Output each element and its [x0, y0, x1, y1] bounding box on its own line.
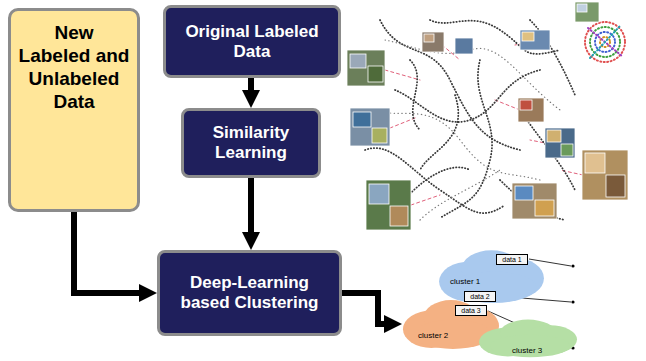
flow-arrow: [248, 178, 254, 240]
data-box: data 2: [464, 291, 496, 302]
data-box: data 1: [496, 254, 528, 265]
node-label: Original Labeled Data: [176, 22, 328, 62]
input-box: New Labeled and Unlabeled Data: [8, 8, 140, 212]
data-box: data 3: [455, 305, 487, 316]
node-label: cluster 1: [450, 277, 480, 286]
node-label: data 2: [470, 293, 489, 301]
node-label: data 3: [461, 307, 480, 315]
flow-arrow: [248, 78, 254, 98]
flow-arrow: [342, 293, 392, 324]
node-label: cluster 2: [418, 331, 448, 340]
node-label: data 1: [502, 256, 521, 264]
process-box: Deep-Learning based Clustering: [157, 250, 342, 336]
process-box: Original Labeled Data: [163, 5, 341, 78]
cluster-cloud: cluster 3: [478, 318, 578, 358]
node-label: Deep-Learning based Clustering: [170, 273, 329, 313]
flow-arrow: [74, 212, 147, 293]
node-label: Similarity Learning: [194, 123, 308, 163]
process-box: Similarity Learning: [181, 108, 321, 178]
node-label: New Labeled and Unlabeled Data: [17, 21, 131, 113]
cluster-cloud: cluster 1 data 1 data 2: [438, 248, 545, 304]
node-label: cluster 3: [512, 346, 542, 355]
